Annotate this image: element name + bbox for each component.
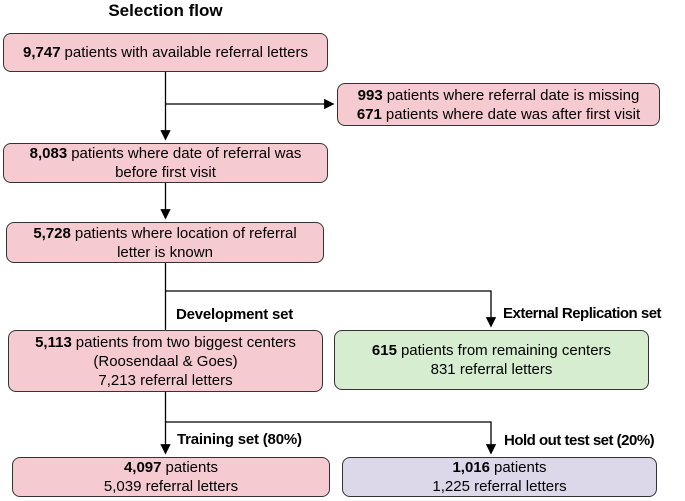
box-text: patients where date was after first visi… xyxy=(385,105,641,123)
box-text: patients where date of referral was xyxy=(71,145,302,162)
patient-count: 993 xyxy=(357,86,383,104)
box-text: patients from remaining centers xyxy=(400,342,612,359)
page-title: Selection flow xyxy=(108,1,223,20)
box-text: patients where location of referral xyxy=(74,224,297,242)
box-text: 7,213 referral letters xyxy=(98,371,233,389)
patient-count: 1,016 xyxy=(452,459,490,476)
label-external-replication-set: External Replication set xyxy=(503,305,662,322)
patient-count: 5,113 xyxy=(35,333,72,351)
patient-count: 4,097 xyxy=(123,459,162,476)
box-text: patients xyxy=(494,459,547,476)
box-text: patients from two biggest centers xyxy=(75,333,296,351)
box-text: 5,039 referral letters xyxy=(103,478,239,495)
box-text: patients where referral date is missing xyxy=(386,86,640,104)
box-line: 7,213 referral letters xyxy=(98,371,232,390)
box-line: 831 referral letters xyxy=(431,360,553,379)
box-text: 831 referral letters xyxy=(430,361,553,378)
label-training-set: Training set (80%) xyxy=(177,431,302,448)
box-text: letter is known xyxy=(117,243,213,261)
box-text: 1,225 referral letters xyxy=(432,478,567,495)
label-development-set: Development set xyxy=(176,306,294,323)
box-line: 5,039 referral letters xyxy=(104,477,238,496)
box-line: before first visit xyxy=(115,163,216,182)
box-line: (Roosendaal & Goes) xyxy=(93,352,237,371)
patient-count: 5,728 xyxy=(33,224,71,242)
patient-count: 9,747 xyxy=(23,44,61,61)
box-text: before first visit xyxy=(115,164,216,181)
box-text: (Roosendaal & Goes) xyxy=(93,352,238,370)
box-text: patients with available referral letters xyxy=(64,44,308,61)
patient-count: 8,083 xyxy=(29,145,68,162)
label-holdout-test-set: Hold out test set (20%) xyxy=(504,432,655,449)
patient-count: 615 xyxy=(371,342,397,359)
patient-count: 671 xyxy=(356,105,382,123)
box-line: 1,225 referral letters xyxy=(432,477,566,496)
box-text: patients xyxy=(165,459,219,476)
box-line: letter is known xyxy=(117,243,213,262)
